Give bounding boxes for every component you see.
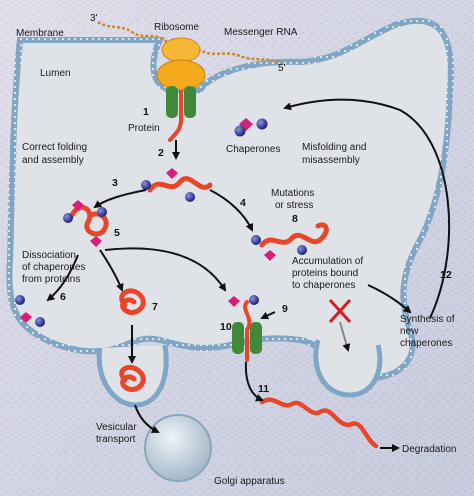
label-three-prime: 3' <box>90 13 98 24</box>
arrow-to-export <box>104 247 227 292</box>
arrow-step-9 <box>260 311 276 320</box>
label-misfolding-1: Misfolding and <box>302 142 366 153</box>
label-mutations-2: or stress <box>275 200 313 211</box>
label-vesicular-1: Vesicular <box>96 422 137 433</box>
arrow-step-7 <box>99 249 124 292</box>
membrane-beads <box>5 17 455 382</box>
label-chaperones: Chaperones <box>226 144 280 155</box>
ribosome-large-subunit <box>156 59 206 91</box>
pathway-arrows <box>46 98 451 452</box>
label-five-prime: 5' <box>278 63 286 74</box>
arrow-step-11 <box>244 361 264 402</box>
translocon-left <box>166 86 178 118</box>
label-membrane: Membrane <box>16 28 64 39</box>
label-golgi: Golgi apparatus <box>214 476 285 487</box>
arrow-step-6 <box>46 254 79 302</box>
arrow-to-synthesis <box>367 284 412 314</box>
label-ribosome: Ribosome <box>154 22 199 33</box>
label-lumen: Lumen <box>40 68 71 79</box>
blocked-export-x <box>328 298 352 352</box>
label-dissociation-1: Dissociation <box>22 250 76 261</box>
step-number-7: 7 <box>152 301 158 313</box>
step-number-8: 8 <box>292 213 298 225</box>
step-number-12: 12 <box>440 269 452 281</box>
folded-protein-5 <box>63 200 109 247</box>
label-protein: Protein <box>128 123 160 134</box>
chaperone-sphere <box>256 118 268 130</box>
label-synthesis-3: chaperones <box>400 338 452 349</box>
step-number-11: 11 <box>258 383 269 395</box>
label-dissociation-2: of chaperones <box>22 262 85 273</box>
step-number-2: 2 <box>158 147 164 159</box>
label-misfolding-2: misassembly <box>302 155 360 166</box>
step-number-3: 3 <box>112 177 118 189</box>
golgi-vesicle <box>144 414 212 482</box>
export-channel-10 <box>228 295 262 362</box>
folded-protein-7 <box>119 288 146 315</box>
misfolded-protein-8 <box>251 222 329 261</box>
chaperone-sphere <box>234 125 246 137</box>
label-dissociation-3: from proteins <box>22 274 80 285</box>
label-mutations-1: Mutations <box>271 188 314 199</box>
messenger-rna-strand <box>97 20 283 66</box>
step-number-1: 1 <box>143 106 149 118</box>
arrow-step-12 <box>283 98 451 319</box>
free-chaperones-6 <box>15 295 45 327</box>
nascent-protein <box>168 90 183 142</box>
label-messenger-rna: Messenger RNA <box>224 27 298 38</box>
translocon-right <box>184 86 196 118</box>
step-number-4: 4 <box>240 197 246 209</box>
label-vesicular-2: transport <box>96 434 136 445</box>
label-accumulation-2: proteins bound <box>292 268 358 279</box>
chaperone-diamond <box>239 118 253 131</box>
arrow-step-4 <box>209 189 254 232</box>
degrading-protein <box>259 397 379 449</box>
protein-with-chaperones-2 <box>141 168 213 202</box>
label-synthesis-1: Synthesis of <box>400 314 455 325</box>
arrow-step-3 <box>93 189 147 209</box>
label-accumulation-3: to chaperones <box>292 280 355 291</box>
label-degradation: Degradation <box>402 444 456 455</box>
chaperone-group-top <box>234 118 268 137</box>
label-correct-folding-1: Correct folding <box>22 142 87 153</box>
label-synthesis-2: new <box>400 326 419 337</box>
label-accumulation-1: Accumulation of <box>292 256 363 267</box>
budding-vesicle-right <box>313 339 383 398</box>
step-number-6: 6 <box>60 291 66 303</box>
step-number-9: 9 <box>282 303 288 315</box>
ribosome-small-subunit <box>161 37 201 63</box>
step-number-5: 5 <box>114 227 120 239</box>
folded-protein-in-vesicle <box>119 365 146 392</box>
arrow-vesicular <box>134 404 160 433</box>
step-number-10: 10 <box>220 321 232 333</box>
label-correct-folding-2: and assembly <box>22 155 84 166</box>
